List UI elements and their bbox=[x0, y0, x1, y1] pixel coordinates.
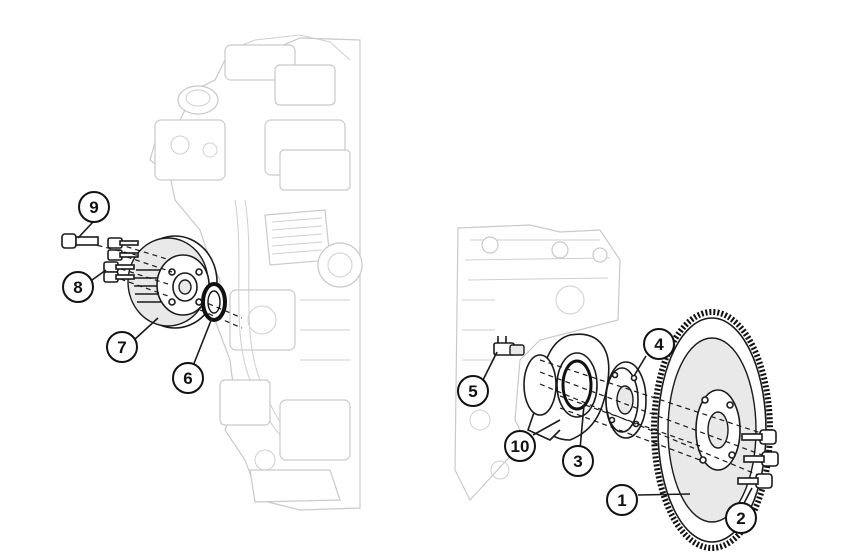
callout-label: 2 bbox=[736, 509, 745, 528]
callout-label: 10 bbox=[511, 437, 530, 456]
callout-5: 5 bbox=[457, 375, 489, 407]
rear-seal-carrier bbox=[523, 333, 610, 441]
callout-9: 9 bbox=[78, 191, 110, 223]
callout-6: 6 bbox=[172, 362, 204, 394]
crankshaft-position-sensor bbox=[493, 336, 525, 356]
callout-label: 8 bbox=[73, 278, 82, 297]
callout-8: 8 bbox=[62, 271, 94, 303]
crankshaft-front-seal bbox=[201, 282, 227, 322]
flywheel bbox=[651, 309, 773, 551]
callout-2: 2 bbox=[725, 502, 757, 534]
callout-label: 5 bbox=[468, 382, 477, 401]
flywheel-bolts bbox=[539, 359, 779, 489]
callout-label: 7 bbox=[117, 338, 126, 357]
leader-lines bbox=[77, 221, 753, 508]
center-bolt bbox=[61, 233, 141, 257]
callout-4: 4 bbox=[643, 328, 675, 360]
engine-block-rear-ghost bbox=[454, 224, 621, 502]
pulley-bolts bbox=[103, 237, 243, 329]
callout-3: 3 bbox=[562, 445, 594, 477]
callout-7: 7 bbox=[106, 331, 138, 363]
callout-label: 1 bbox=[617, 491, 626, 510]
callout-label: 3 bbox=[573, 452, 582, 471]
callout-10: 10 bbox=[504, 430, 536, 462]
engine-block-front-ghost bbox=[149, 34, 363, 511]
callout-1: 1 bbox=[606, 484, 638, 516]
callout-label: 4 bbox=[654, 335, 664, 354]
callout-label: 6 bbox=[183, 369, 192, 388]
flexplate-adapter bbox=[605, 361, 647, 439]
crankshaft-pulley bbox=[127, 235, 218, 329]
callout-label: 9 bbox=[89, 198, 98, 217]
